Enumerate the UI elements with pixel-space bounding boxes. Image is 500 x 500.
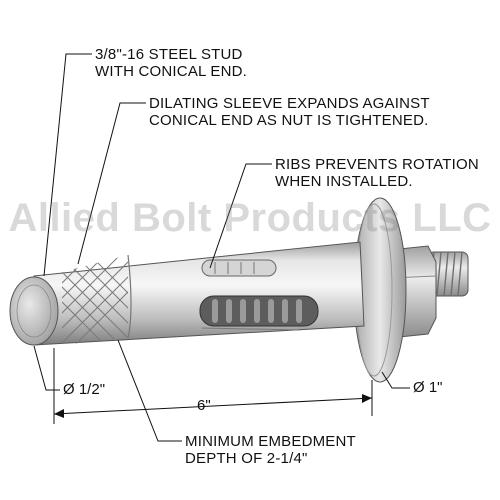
conical-end bbox=[9, 276, 59, 346]
small-dia-leader bbox=[33, 345, 60, 391]
diameter-symbol: Ø bbox=[413, 379, 425, 396]
small-diameter-value: 1/2" bbox=[78, 381, 106, 398]
length-dimension bbox=[53, 348, 373, 424]
embedment-leader bbox=[117, 339, 182, 442]
stud-callout-line-1: 3/8"-16 STEEL STUD bbox=[95, 46, 243, 63]
embedment-callout-line-2: DEPTH OF 2-1/4" bbox=[185, 450, 308, 467]
leader-lines bbox=[33, 53, 410, 442]
washer-diameter-label: Ø 1" bbox=[413, 379, 443, 396]
ribs-lower bbox=[199, 295, 319, 327]
stud-callout: 3/8"-16 STEEL STUD WITH CONICAL END. bbox=[95, 46, 247, 80]
ribs-upper bbox=[201, 259, 277, 277]
stud-leader bbox=[43, 53, 92, 277]
length-label: 6" bbox=[197, 397, 211, 414]
stud-callout-line-2: WITH CONICAL END. bbox=[95, 63, 248, 80]
diameter-symbol: Ø bbox=[63, 381, 75, 398]
sleeve-callout-line-2: CONICAL END AS NUT IS TIGHTENED. bbox=[149, 112, 429, 129]
small-diameter-label: Ø 1/2" bbox=[63, 381, 105, 398]
threaded-stud bbox=[427, 251, 469, 297]
ribs-leader bbox=[209, 163, 272, 269]
company-watermark: Allied Bolt Products LLC bbox=[8, 196, 492, 240]
ribs-callout: RIBS PREVENTS ROTATION WHEN INSTALLED. bbox=[275, 156, 479, 190]
washer-dia-leader bbox=[381, 371, 410, 389]
ribs-callout-line-2: WHEN INSTALLED. bbox=[275, 173, 413, 190]
sleeve-callout-line-1: DILATING SLEEVE EXPANDS AGAINST bbox=[149, 95, 430, 112]
washer-diameter-value: 1" bbox=[428, 379, 443, 396]
sleeve-callout: DILATING SLEEVE EXPANDS AGAINST CONICAL … bbox=[149, 95, 430, 129]
sleeve-leader bbox=[77, 102, 146, 265]
embedment-callout: MINIMUM EMBEDMENT DEPTH OF 2-1/4" bbox=[185, 433, 356, 467]
embedment-callout-line-1: MINIMUM EMBEDMENT bbox=[185, 433, 356, 450]
ribs-callout-line-1: RIBS PREVENTS ROTATION bbox=[275, 156, 479, 173]
